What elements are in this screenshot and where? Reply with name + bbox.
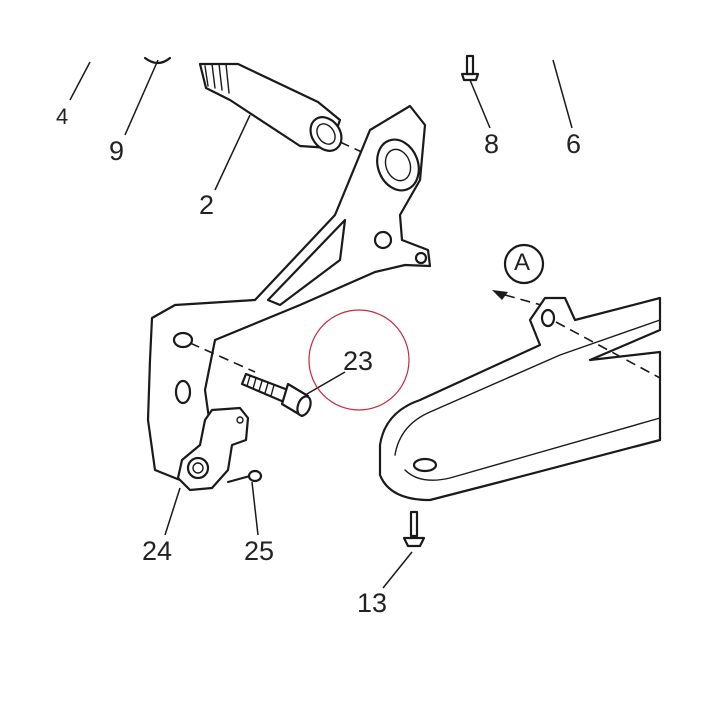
switch-bracket-24 [176, 406, 250, 492]
pivot-shaft-2 [198, 62, 391, 166]
callout-9: 9 [109, 136, 125, 166]
pin-25 [226, 469, 263, 484]
callout-24: 24 [142, 536, 173, 566]
view-marker-label: A [514, 249, 531, 276]
callout-13: 13 [357, 588, 388, 618]
washer-9 [143, 56, 172, 65]
bolt-8 [460, 54, 480, 82]
footrest-bracket [146, 104, 432, 482]
callout-8: 8 [484, 129, 500, 159]
callout-4: 4 [56, 104, 69, 129]
bolt-23 [240, 372, 312, 418]
callout-6: 6 [566, 129, 582, 159]
swing-arm [378, 296, 662, 502]
callout-23: 23 [343, 346, 374, 376]
bolt-13 [402, 510, 426, 548]
callout-25: 25 [244, 536, 275, 566]
highlight-circle [308, 309, 410, 411]
leader-lines [69, 59, 573, 589]
callout-2: 2 [199, 190, 215, 220]
